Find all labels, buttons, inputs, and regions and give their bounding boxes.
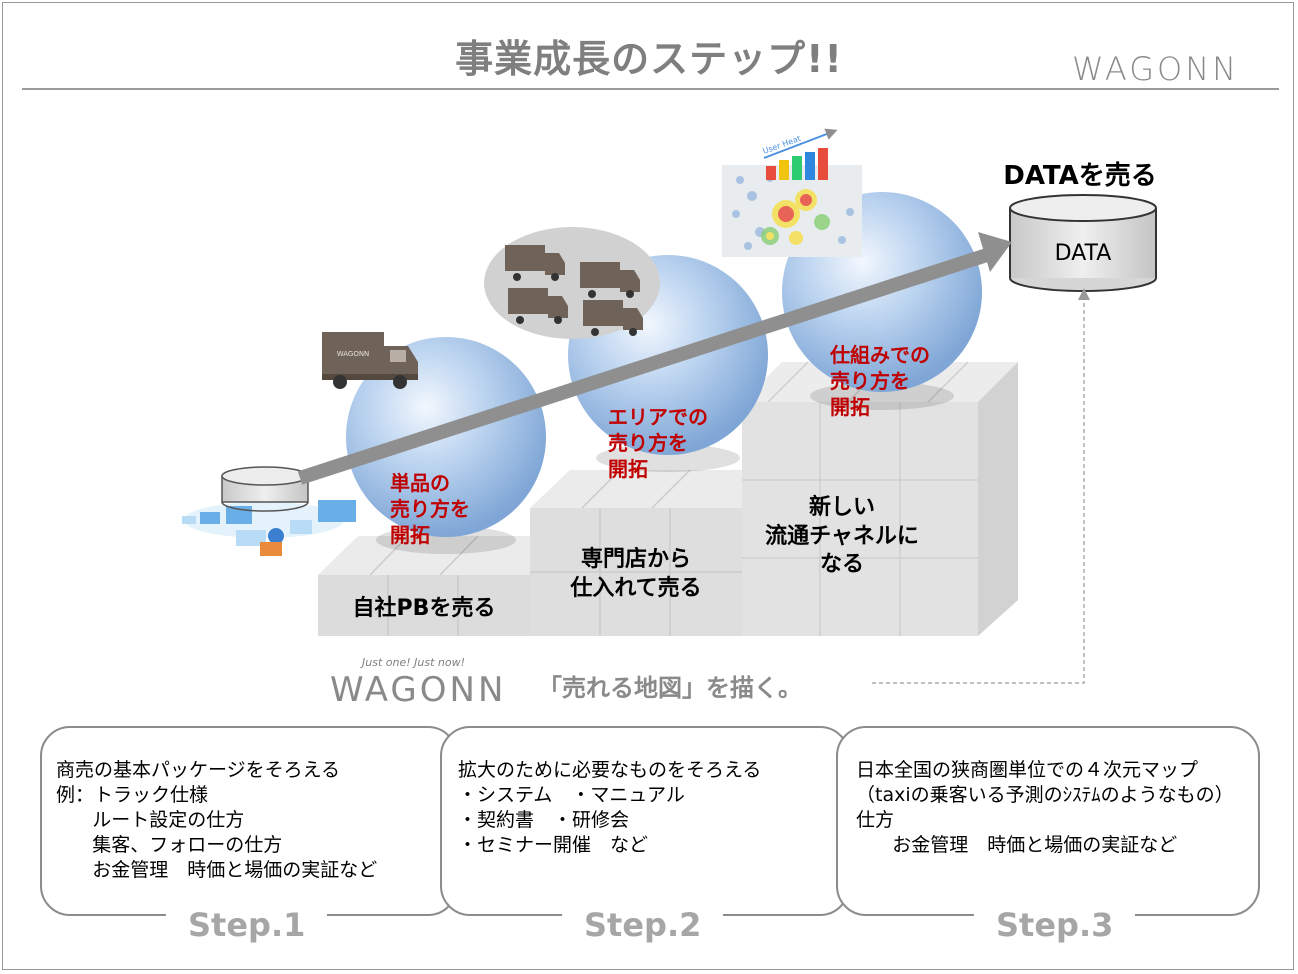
step-label-1: Step.1 bbox=[166, 906, 328, 944]
data-heading: DATAを売る bbox=[1003, 161, 1157, 191]
step2-text: 拡大のために必要なものをそろえる・システム ・マニュアル・契約書 ・研修会・セミ… bbox=[458, 759, 762, 856]
step-label-3: Step.3 bbox=[974, 906, 1136, 944]
brand-logo-bottom: WAGONN bbox=[330, 670, 507, 710]
data-cylinder-label: DATA bbox=[1055, 241, 1112, 266]
block-stack-step2 bbox=[530, 469, 742, 636]
sphere-caption-step3: 仕組みでの 売り方を 開拓 bbox=[830, 343, 930, 419]
step-box-3: 日本全国の狭商圏単位での４次元マップ（taxiの乗客いる予測のｼｽﾃﾑのようなも… bbox=[836, 726, 1260, 916]
page-title: 事業成長のステップ!! bbox=[455, 37, 843, 81]
truck-icon: WAGONN bbox=[322, 332, 418, 389]
block-label-step1: 自社PBを売る bbox=[352, 596, 496, 621]
sphere-caption-step2: エリアでの 売り方を 開拓 bbox=[608, 405, 708, 481]
step3-text: 日本全国の狭商圏単位での４次元マップ（taxiの乗客いる予測のｼｽﾃﾑのようなも… bbox=[856, 759, 1234, 856]
truck-label: WAGONN bbox=[337, 350, 370, 358]
sphere-caption-step1: 単品の 売り方を 開拓 bbox=[390, 471, 470, 547]
block-stack-step3 bbox=[742, 361, 1018, 636]
title-divider bbox=[22, 88, 1279, 90]
step-box-1: 商売の基本パッケージをそろえる例：トラック仕様 ルート設定の仕方 集客、フォロー… bbox=[40, 726, 458, 916]
step-box-2: 拡大のために必要なものをそろえる・システム ・マニュアル・契約書 ・研修会・セミ… bbox=[440, 726, 850, 916]
feedback-dashed-arrow bbox=[872, 288, 1090, 684]
data-cylinder: DATA bbox=[1009, 194, 1157, 292]
brand-logo-top: WAGONN bbox=[1072, 50, 1240, 88]
step1-text: 商売の基本パッケージをそろえる例：トラック仕様 ルート設定の仕方 集客、フォロー… bbox=[56, 759, 378, 881]
heatmap-image: User Heat bbox=[722, 128, 862, 257]
step-label-2: Step.2 bbox=[562, 906, 724, 944]
truck-fleet-icon bbox=[484, 227, 660, 339]
block-label-step3: 新しい 流通チャネルに なる bbox=[765, 495, 919, 578]
database-illustration bbox=[182, 466, 356, 556]
brand-tagline: Just one! Just now! bbox=[362, 656, 465, 669]
growth-arrow bbox=[297, 232, 1012, 485]
block-label-step2: 専門店から 仕入れて売る bbox=[570, 547, 702, 601]
map-quote: 「売れる地図」を描く。 bbox=[538, 674, 802, 702]
block-stack-step1 bbox=[318, 535, 530, 636]
